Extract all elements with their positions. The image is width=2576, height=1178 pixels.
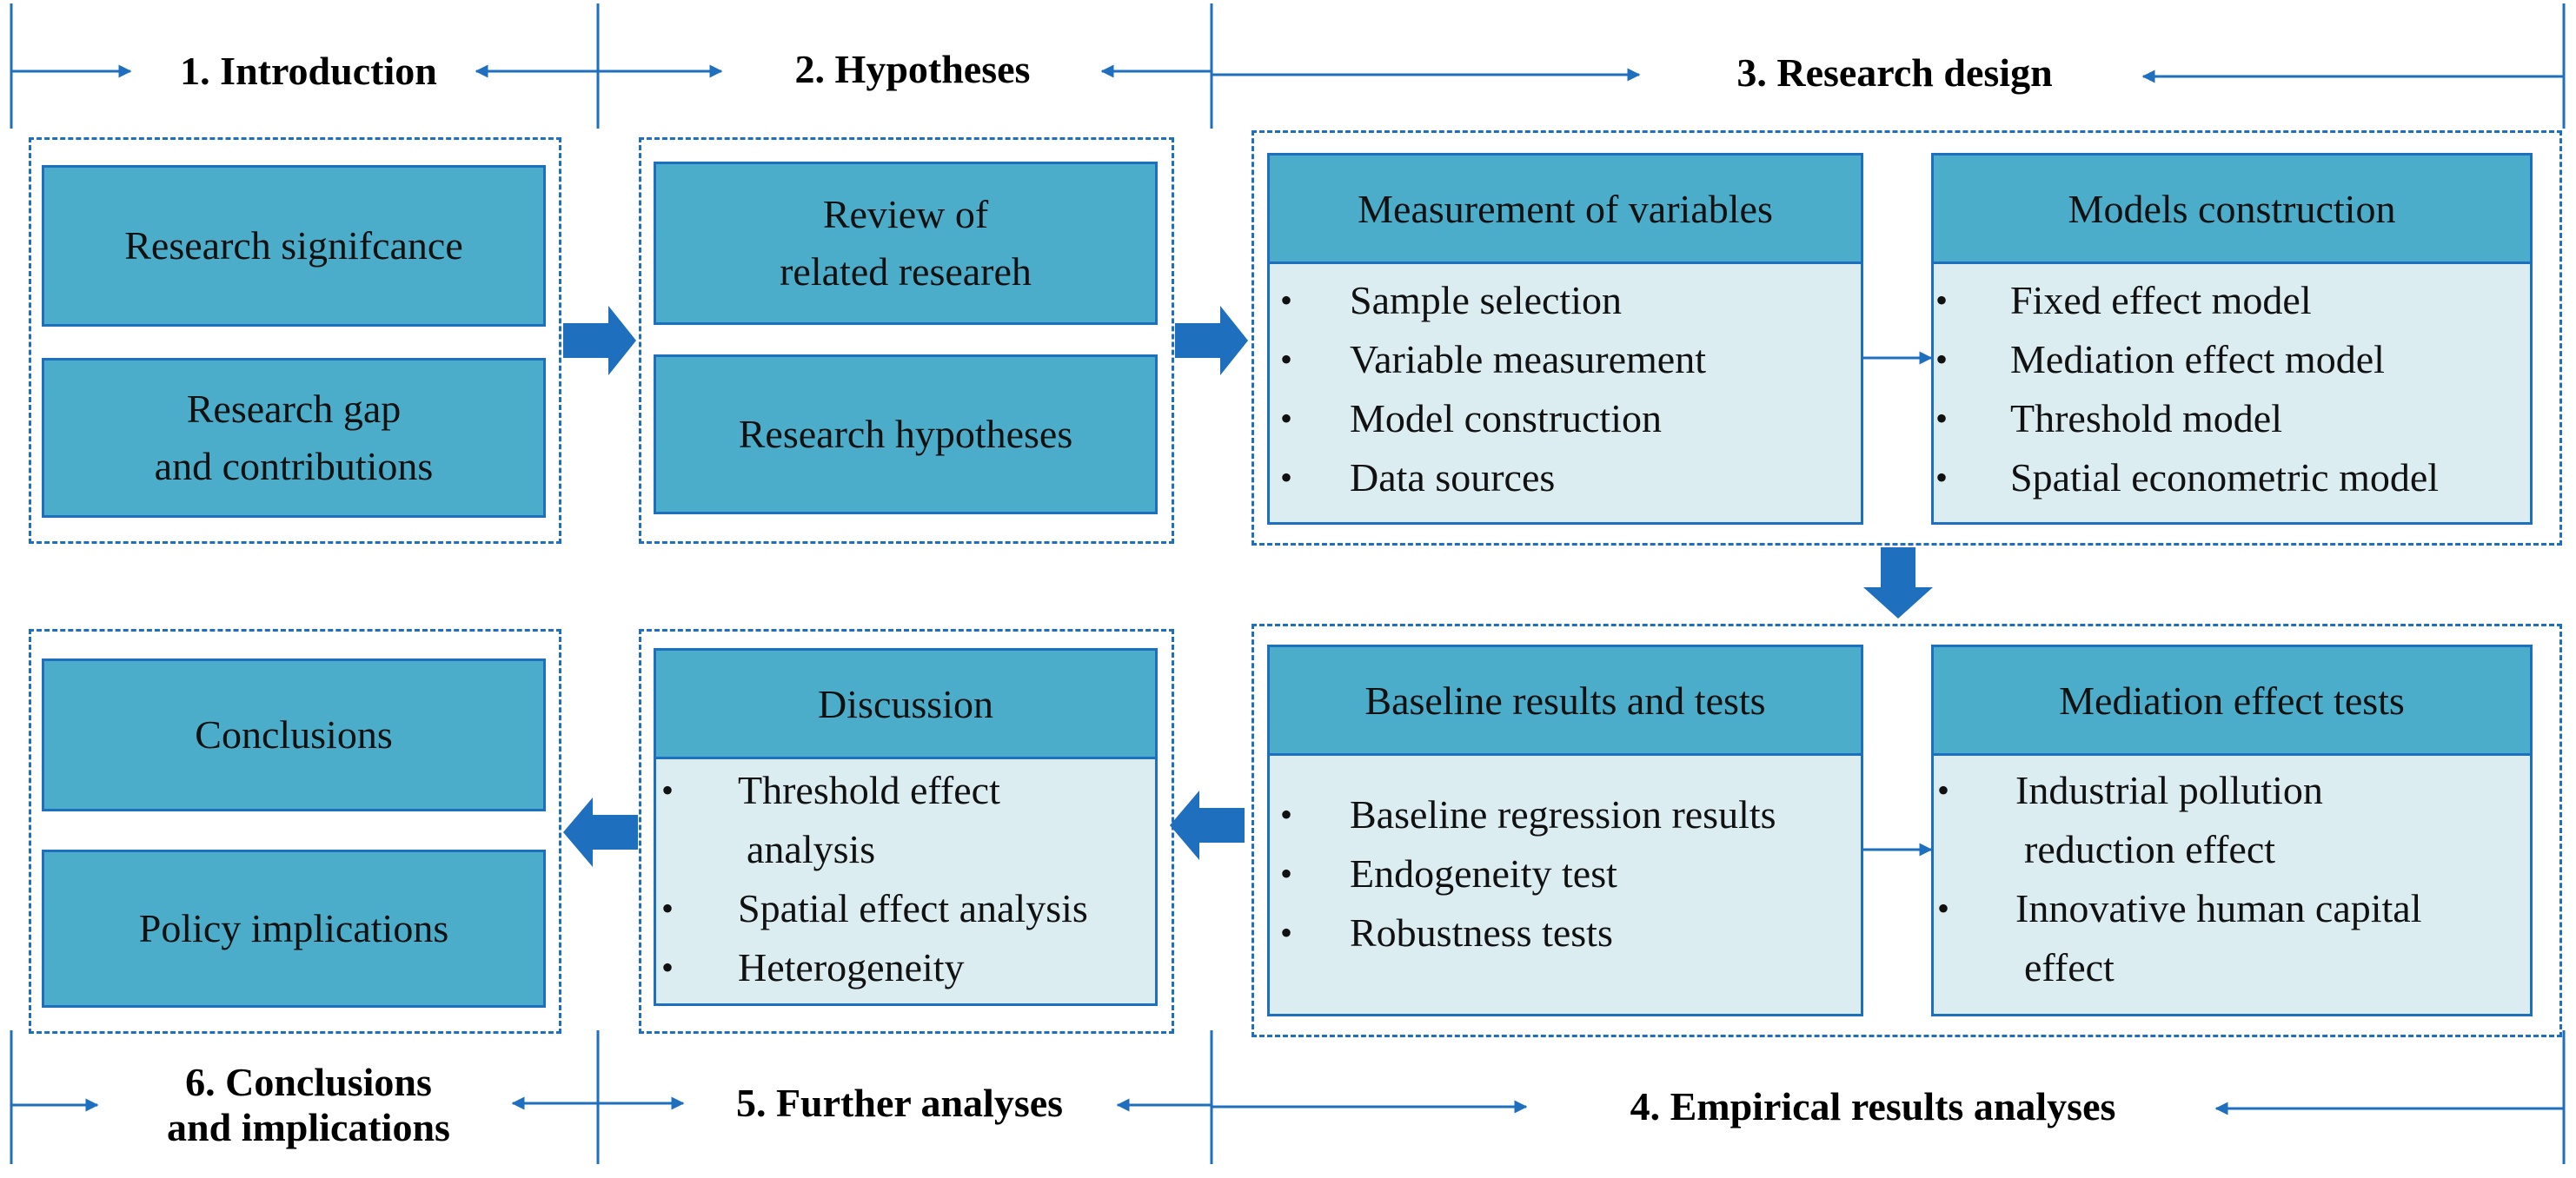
models-title: Models construction (1934, 156, 2530, 264)
conclusions-label: Conclusions (195, 712, 393, 757)
bullet-icon: • (1280, 854, 1293, 893)
measurement-title: Measurement of variables (1270, 156, 1861, 264)
bullet-icon: • (1937, 889, 1950, 928)
bullet-icon: • (661, 948, 674, 987)
hypotheses-group (639, 137, 1174, 544)
research-significance-label: Research signifcance (124, 223, 463, 268)
research-significance-box: Research signifcance (42, 165, 546, 327)
list-item: • Spatial effect analysis (656, 879, 1155, 938)
bullet-icon: • (1280, 913, 1293, 952)
list-item: •Data sources (1270, 448, 1861, 507)
empirical-group (1251, 624, 2562, 1037)
baseline-list: •Baseline regression results •Endogeneit… (1270, 785, 1861, 963)
baseline-panel: Baseline results and tests •Baseline reg… (1267, 645, 1863, 1016)
list-item: •Robustness tests (1270, 903, 1861, 963)
mediation-title: Mediation effect tests (1934, 647, 2530, 756)
research-gap-line-1: Research gap (186, 387, 402, 431)
list-item: •Mediation effect model (1934, 330, 2530, 389)
list-item: •Spatial econometric model (1934, 448, 2530, 507)
research-hypotheses-label: Research hypotheses (738, 412, 1073, 456)
list-item: • Innovative human capital effect (1934, 879, 2530, 997)
further-group (639, 629, 1174, 1034)
bullet-icon: • (1935, 458, 1949, 497)
introduction-group (29, 137, 561, 544)
bullet-icon: • (661, 889, 674, 928)
measurement-list: •Sample selection •Variable measurement … (1270, 271, 1861, 507)
list-item: • Heterogeneity (656, 938, 1155, 997)
list-item: •Fixed effect model (1934, 271, 2530, 330)
research-gap-box: Research gap and contributions (42, 358, 546, 518)
baseline-title: Baseline results and tests (1270, 647, 1861, 756)
mediation-panel: Mediation effect tests • Industrial poll… (1931, 645, 2533, 1016)
research-gap-line-2: and contributions (154, 444, 434, 488)
review-related-research-box: Review of related researeh (654, 162, 1158, 325)
bullet-icon: • (1935, 399, 1949, 438)
list-item: •Endogeneity test (1270, 844, 1861, 903)
further-to-conclusions-block-arrow (563, 797, 638, 867)
policy-implications-box: Policy implications (42, 850, 546, 1008)
measurement-panel: Measurement of variables •Sample selecti… (1267, 153, 1863, 525)
mediation-list: • Industrial pollution reduction effect … (1934, 761, 2530, 997)
section-header-research-design: 3. Research design (1736, 50, 2053, 95)
research-design-group (1251, 130, 2562, 546)
bullet-icon: • (1937, 771, 1950, 810)
policy-implications-label: Policy implications (138, 906, 449, 950)
list-item: •Variable measurement (1270, 330, 1861, 389)
hypo-to-design-block-arrow (1175, 306, 1248, 375)
list-item: • Industrial pollution reduction effect (1934, 761, 2530, 879)
bullet-icon: • (1935, 281, 1949, 320)
research-hypotheses-box: Research hypotheses (654, 354, 1158, 514)
list-item: •Baseline regression results (1270, 785, 1861, 844)
section-header-further-analyses: 5. Further analyses (735, 1081, 1064, 1125)
bullet-icon: • (661, 771, 674, 810)
bullet-icon: • (1280, 340, 1293, 379)
conclusions-box: Conclusions (42, 658, 546, 811)
section-header-empirical: 4. Empirical results analyses (1630, 1084, 2116, 1128)
bullet-icon: • (1280, 281, 1293, 320)
conclusions-header-line-1: 6. Conclusions (185, 1060, 432, 1104)
conclusions-header-line-2: and implications (167, 1105, 450, 1149)
list-item: • Threshold effect analysis (656, 761, 1155, 879)
empirical-to-further-block-arrow (1170, 791, 1245, 860)
review-line-1: Review of (822, 192, 989, 236)
conclusions-group (29, 629, 561, 1034)
design-to-empirical-block-arrow (1863, 547, 1933, 619)
bullet-icon: • (1280, 399, 1293, 438)
bullet-icon: • (1280, 458, 1293, 497)
discussion-list: • Threshold effect analysis • Spatial ef… (656, 761, 1155, 997)
list-item: •Model construction (1270, 389, 1861, 448)
list-item: •Threshold model (1934, 389, 2530, 448)
review-line-2: related researeh (780, 249, 1032, 294)
section-header-hypotheses: 2. Hypotheses (794, 47, 1031, 91)
intro-to-hypo-block-arrow (563, 306, 636, 375)
bullet-icon: • (1935, 340, 1949, 379)
bullet-icon: • (1280, 795, 1293, 834)
discussion-panel: Discussion • Threshold effect analysis •… (654, 648, 1158, 1006)
list-item: •Sample selection (1270, 271, 1861, 330)
models-list: •Fixed effect model •Mediation effect mo… (1934, 271, 2530, 507)
section-header-introduction: 1. Introduction (180, 49, 437, 93)
section-header-conclusions: 6. Conclusions and implications (113, 1060, 504, 1150)
models-panel: Models construction •Fixed effect model … (1931, 153, 2533, 525)
discussion-title: Discussion (656, 651, 1155, 759)
